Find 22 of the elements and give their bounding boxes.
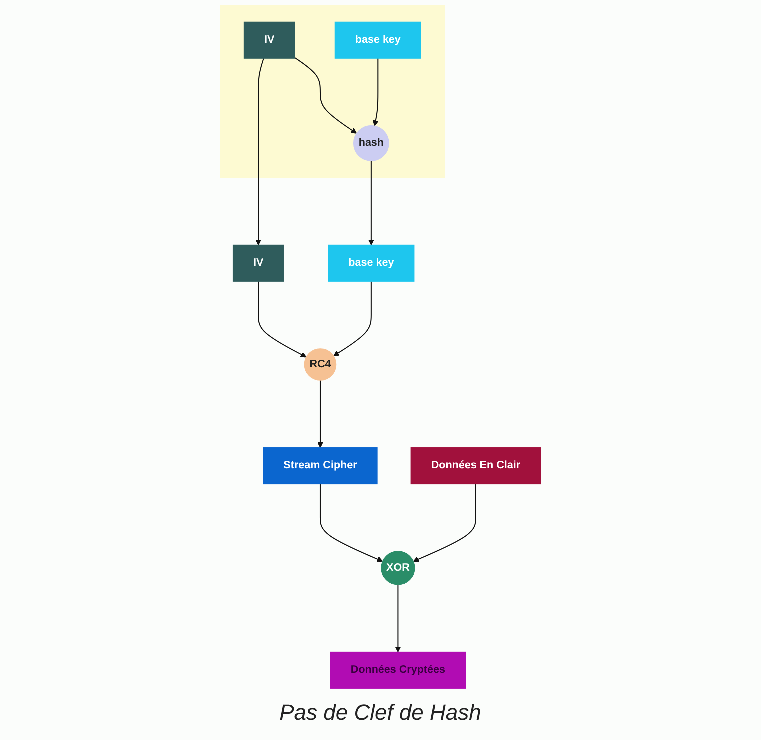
node-box: Données En Clair bbox=[410, 448, 541, 485]
cluster bbox=[220, 5, 445, 178]
node-circle: RC4 bbox=[304, 348, 336, 381]
arrow bbox=[372, 58, 379, 126]
node-circle: hash bbox=[353, 126, 390, 162]
node-box: IV bbox=[244, 22, 295, 59]
node-box: base key bbox=[334, 22, 422, 59]
node-box: base key bbox=[328, 244, 414, 282]
node-box: Données Cryptées bbox=[330, 652, 466, 689]
arrow bbox=[317, 380, 324, 448]
arrow bbox=[368, 161, 374, 246]
node-box: Stream Cipher bbox=[262, 448, 378, 485]
arrow bbox=[333, 282, 372, 356]
arrow bbox=[258, 282, 307, 358]
arrow bbox=[320, 484, 383, 562]
node-circle: XOR bbox=[380, 551, 416, 586]
arrow bbox=[255, 58, 264, 246]
arrow bbox=[395, 584, 401, 653]
arrow bbox=[294, 57, 357, 134]
node-box: IV bbox=[232, 244, 284, 282]
caption: Pas de Clef de Hash bbox=[280, 700, 482, 726]
arrow bbox=[413, 484, 476, 562]
